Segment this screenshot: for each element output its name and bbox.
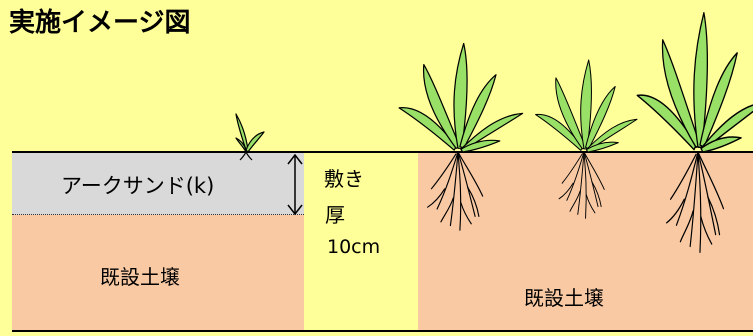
existing-soil-label-left: 既設土壌 (100, 265, 180, 289)
seedling-icon (235, 113, 265, 161)
bottom-boundary-line (12, 330, 753, 332)
ground-surface-line (12, 151, 753, 153)
thickness-label-line3: 10cm (327, 236, 381, 258)
thickness-arrow-icon (287, 153, 303, 216)
existing-soil-left (12, 215, 304, 331)
arc-sand-label: アークサンド(k) (61, 174, 215, 198)
thickness-label-line1: 敷き (324, 167, 364, 191)
grass-plant-icon (398, 42, 524, 231)
layer-boundary-dotted-line (12, 214, 304, 215)
diagram-title: 実施イメージ図 (9, 8, 191, 38)
grass-plant-icon (636, 11, 753, 254)
thickness-label-line2: 厚 (325, 203, 345, 227)
grass-plant-icon (535, 59, 638, 219)
arc-sand-layer (12, 152, 304, 215)
existing-soil-label-right: 既設土壌 (524, 286, 604, 310)
